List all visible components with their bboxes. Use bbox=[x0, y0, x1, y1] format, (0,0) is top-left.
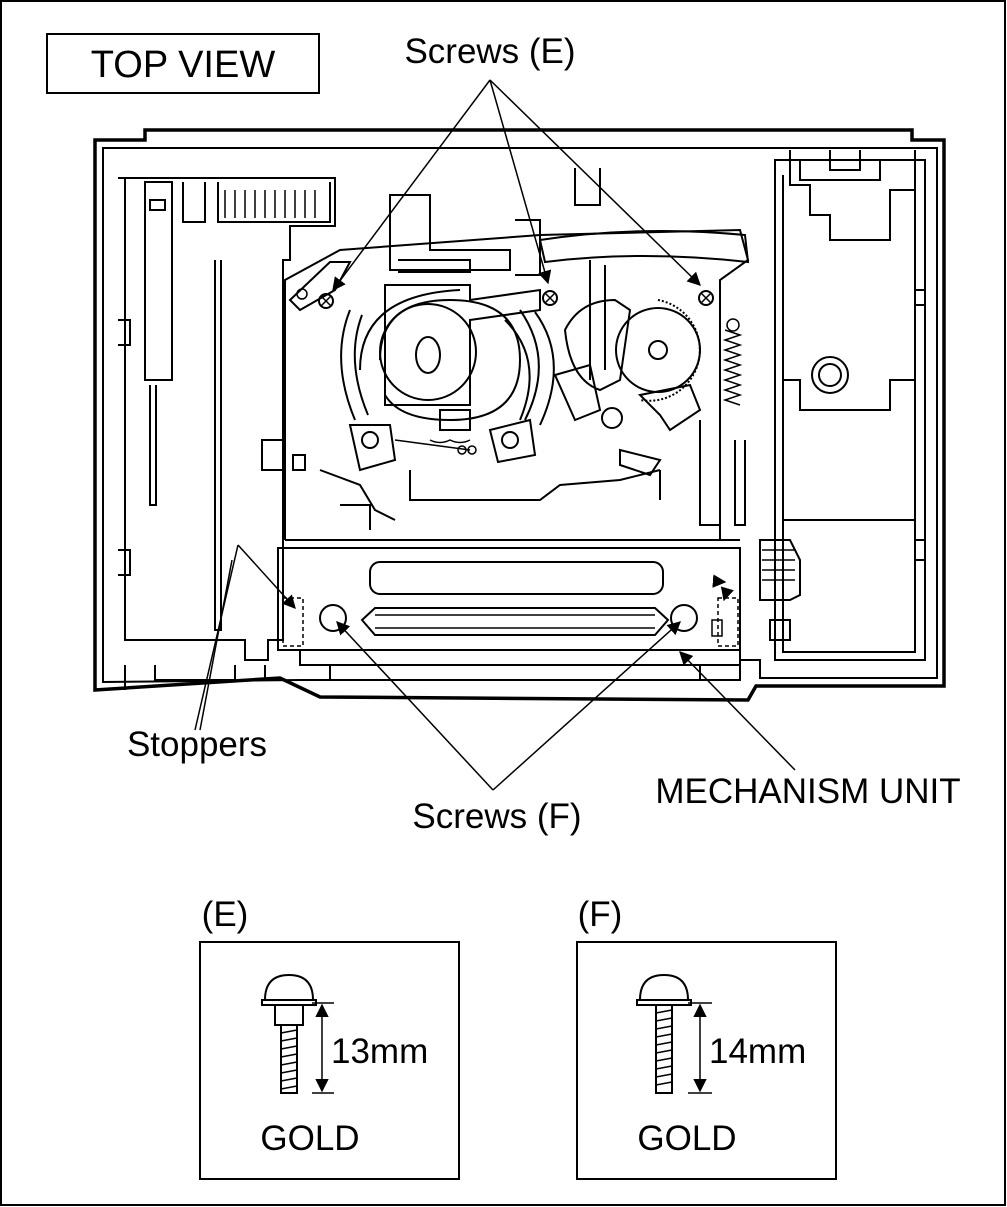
screw-spec-e: (E) 13mm GOLD bbox=[199, 895, 460, 1180]
screw-spec-e-id: (E) bbox=[202, 895, 249, 934]
screw-spec-f-id: (F) bbox=[578, 895, 623, 934]
mechanism-unit-label: MECHANISM UNIT bbox=[655, 772, 960, 811]
screws-f-label: Screws (F) bbox=[412, 797, 581, 836]
screw-spec-e-finish: GOLD bbox=[260, 1119, 359, 1158]
screw-e-icon bbox=[261, 973, 334, 1094]
screw-e-markers bbox=[318, 290, 714, 309]
view-label: TOP VIEW bbox=[91, 44, 276, 86]
screw-spec-e-box bbox=[199, 941, 460, 1180]
mechanism-unit-leader bbox=[679, 651, 796, 771]
screw-f-icon bbox=[636, 973, 712, 1094]
screw-spec-f-finish: GOLD bbox=[637, 1119, 736, 1158]
stopper-right-leader bbox=[720, 586, 734, 602]
stoppers-label: Stoppers bbox=[127, 725, 267, 764]
screw-spec-f: (F) 14mm GOLD bbox=[576, 895, 837, 1180]
screw-spec-f-box bbox=[576, 941, 837, 1180]
mechanism-unit-front-loader bbox=[277, 539, 801, 681]
screws-e-label: Screws (E) bbox=[404, 32, 575, 71]
screws-f-leaders bbox=[336, 621, 682, 791]
stoppers-leaders bbox=[194, 544, 727, 731]
screw-spec-e-length: 13mm bbox=[331, 1032, 428, 1071]
screws-e-leaders bbox=[332, 79, 701, 292]
tape-mechanism bbox=[261, 168, 750, 540]
screw-spec-f-length: 14mm bbox=[709, 1032, 806, 1071]
view-label-box bbox=[46, 33, 320, 94]
